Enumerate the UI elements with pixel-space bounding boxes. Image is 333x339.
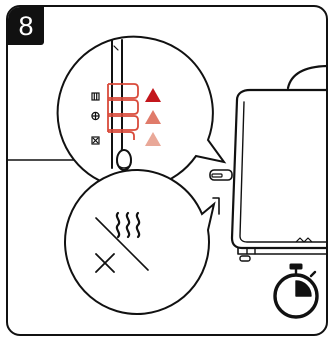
no-heat-zoom-bubble — [64, 168, 216, 315]
toaster-icon — [209, 64, 327, 262]
bagel-setting-icon — [91, 92, 100, 101]
lever-zoom-bubble — [56, 35, 227, 190]
level-medium-triangle — [145, 110, 161, 124]
no-heat-icon — [95, 211, 149, 273]
cancel-setting-icon — [91, 136, 100, 145]
browning-level-up-arrow-icon — [145, 88, 161, 146]
step-number-badge: 8 — [8, 7, 44, 45]
browning-level-highlight — [107, 83, 139, 140]
level-low-triangle — [145, 132, 161, 146]
lever-setting-icons — [91, 92, 100, 145]
level-high-triangle — [145, 88, 161, 102]
timer-stopwatch-icon — [273, 263, 319, 319]
